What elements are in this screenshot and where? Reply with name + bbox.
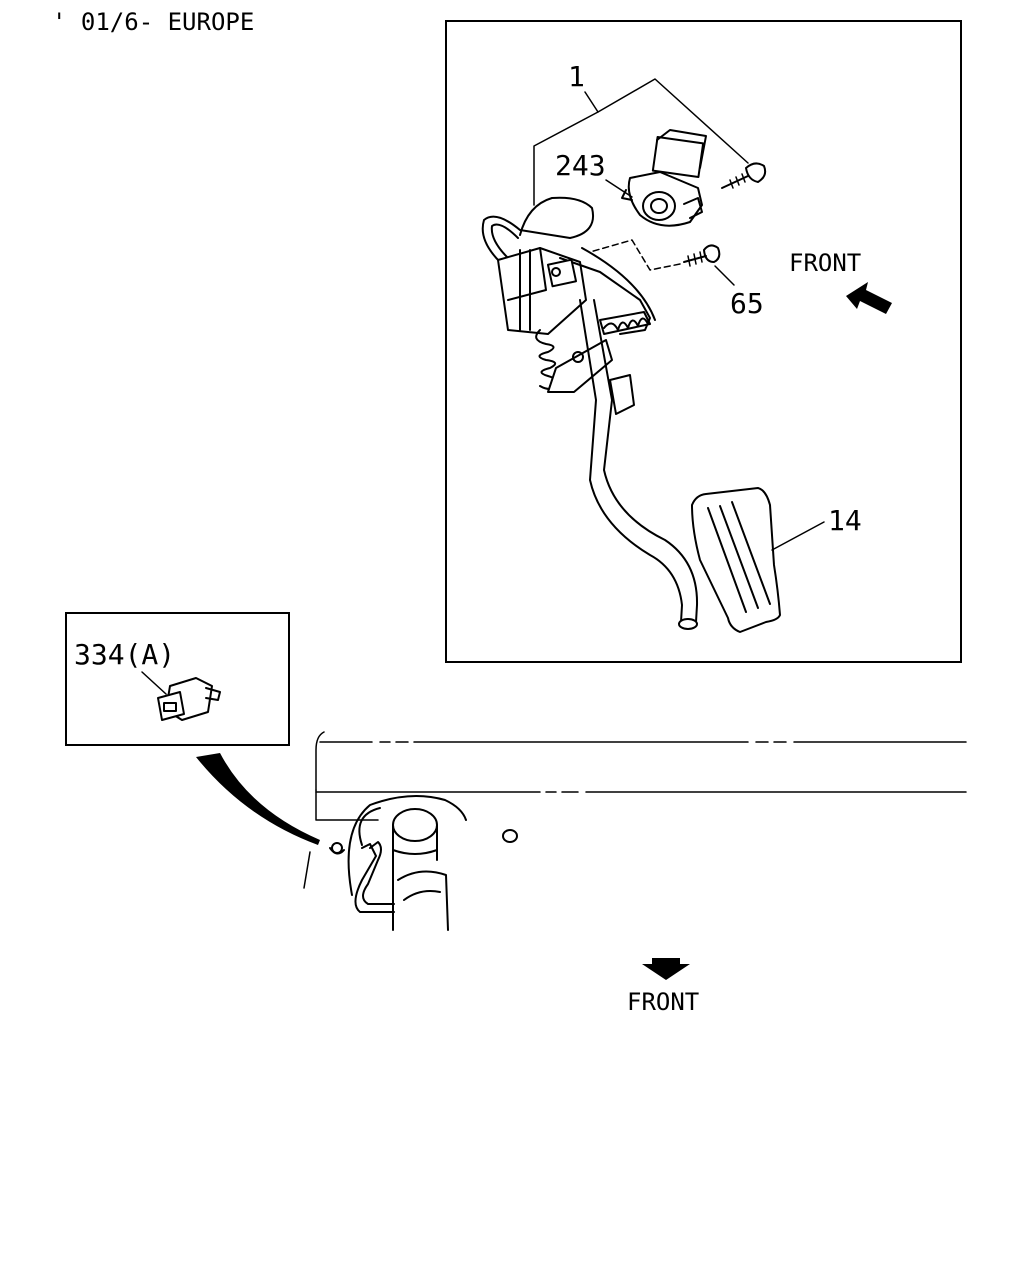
sensor-screw <box>721 162 767 189</box>
bracket-inset-frame <box>65 612 290 746</box>
clip-334a[interactable] <box>157 677 221 721</box>
callout-243[interactable]: 243 <box>555 149 606 182</box>
callout-334a[interactable]: 334(A) <box>74 638 175 671</box>
callout-14[interactable]: 14 <box>828 504 862 537</box>
bolt-65[interactable] <box>683 244 721 267</box>
bolt-65-dash-line <box>589 239 681 271</box>
callout-1-leader <box>533 78 749 206</box>
callout-243-leader <box>605 179 633 198</box>
callout-334a-leader <box>141 671 167 695</box>
throttle-position-sensor[interactable] <box>621 129 707 227</box>
vehicle-floor-view <box>303 731 967 931</box>
callout-14-leader <box>771 521 825 551</box>
callout-65[interactable]: 65 <box>730 287 764 320</box>
pedal-assembly-inset-frame <box>445 20 962 663</box>
callout-1[interactable]: 1 <box>568 60 585 93</box>
front-arrow-main-icon <box>642 958 690 980</box>
front-label-main: FRONT <box>627 988 699 1016</box>
bracket-pointer-arrow <box>196 753 320 845</box>
front-label-inset: FRONT <box>789 249 861 277</box>
callout-65-leader <box>714 265 735 286</box>
applicability-label: ' 01/6- EUROPE <box>52 8 254 36</box>
front-arrow-inset-icon <box>846 282 892 314</box>
accelerator-pedal-pad[interactable] <box>691 487 781 633</box>
accelerator-pedal-assembly <box>481 196 699 630</box>
